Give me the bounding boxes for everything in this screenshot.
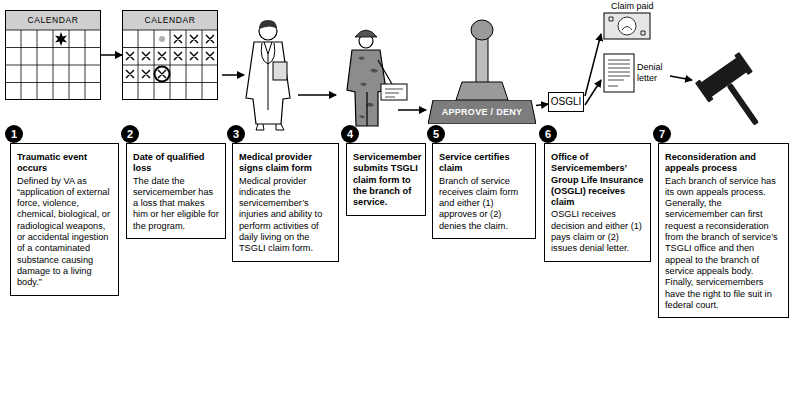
callout-number: 4 [341, 125, 359, 143]
step-box: Reconsideration and appeals processEach … [658, 143, 789, 318]
step-body: Medical provider indicates the serviceme… [239, 176, 333, 255]
flow-arrow [585, 80, 601, 105]
calendar-heading: CALENDAR [6, 11, 100, 30]
doctor-details [256, 42, 284, 130]
calendar-grid [122, 30, 218, 100]
flow-arrow [298, 94, 336, 96]
claim-form [381, 84, 407, 100]
camouflage-spots [358, 57, 378, 119]
gavel-cap [695, 80, 714, 103]
stamp-collar [456, 82, 508, 100]
callout-number: 5 [427, 125, 445, 143]
gavel-handle [727, 83, 759, 126]
step-box: Date of qualified lossThe date the servi… [126, 143, 226, 239]
stamp-neck [476, 38, 488, 83]
bill-details [609, 17, 645, 35]
step-heading: Servicemember submits TSGLI claim form t… [353, 152, 420, 208]
step-box: Office of Servicemembers’ Group Life Ins… [544, 143, 651, 262]
gavel [695, 52, 779, 139]
form-lines [385, 89, 403, 97]
step-heading: Date of qualified loss [133, 152, 220, 175]
step-box: Servicemember submits TSGLI claim form t… [346, 143, 426, 216]
doctor-clipboard [273, 62, 287, 80]
letter-lines [608, 60, 630, 86]
calendar-node: CALENDAR [5, 10, 101, 100]
step-box: Service certifies claimBranch of service… [432, 143, 536, 239]
calendar-node: CALENDAR [122, 10, 218, 100]
flow-arrow [585, 34, 601, 96]
step-heading: Service certifies claim [439, 152, 530, 175]
calendar-header-band [5, 10, 101, 30]
calendar-circle-mark [155, 67, 170, 82]
gavel-cap [734, 52, 753, 75]
step-heading: Reconsideration and appeals process [665, 152, 783, 175]
callout-number: 1 [5, 125, 23, 143]
office-box: OSGLI [548, 92, 584, 112]
step-body: Defined by VA as “application of externa… [17, 176, 113, 289]
stamp-node: APPROVE / DENY [428, 100, 536, 124]
stamp-base [428, 100, 536, 124]
callout-number: 6 [539, 125, 557, 143]
callout-number: 3 [227, 125, 245, 143]
step-heading: Traumatic event occurs [17, 152, 113, 175]
calendar-dot [159, 36, 165, 42]
flow-arrow [536, 104, 548, 106]
step-body: OSGLI receives decision and either (1) p… [551, 209, 645, 254]
calendar-grid [5, 30, 101, 100]
illustration-label: Denial letter [637, 62, 671, 83]
step-body: Branch of service receives claim form an… [439, 176, 530, 232]
callout-number: 7 [653, 125, 671, 143]
step-body: Each branch of service has its own appea… [665, 176, 783, 312]
doctor-hair [259, 20, 277, 29]
callout-number: 2 [121, 125, 139, 143]
bill-portrait [618, 17, 636, 35]
flow-arrow [398, 109, 426, 111]
step-heading: Medical provider signs claim form [239, 152, 333, 175]
step-box: Traumatic event occursDefined by VA as “… [10, 143, 119, 296]
illustration-label: Claim paid [611, 1, 661, 12]
soldier-helmet [355, 30, 377, 37]
money-bill [604, 13, 650, 39]
flow-arrow [670, 76, 692, 80]
event-star [55, 32, 67, 46]
step-box: Medical provider signs claim formMedical… [232, 143, 339, 262]
stamp-label: APPROVE / DENY [428, 100, 536, 124]
calendar-header-band [122, 10, 218, 30]
step-heading: Office of Servicemembers’ Group Life Ins… [551, 152, 645, 208]
calendar-heading: CALENDAR [123, 11, 217, 30]
step-body: The date the servicemember has a loss th… [133, 176, 220, 232]
denial-letter [604, 54, 634, 92]
office-name: OSGLI [551, 96, 582, 107]
flow-arrow [101, 54, 122, 56]
flow-arrow [222, 74, 244, 76]
stamp-knob [471, 20, 493, 40]
